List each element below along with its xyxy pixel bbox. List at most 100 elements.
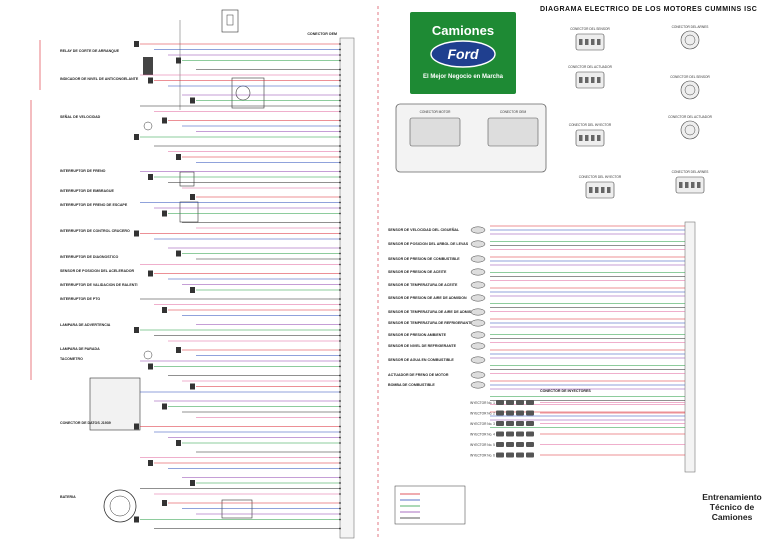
left-wire-pin [339,94,341,96]
sensor-icon [470,308,486,316]
pinout-pin [589,187,593,193]
brand-name: Camiones [432,23,494,38]
left-wire-pin [339,502,341,504]
left-wire-pin [339,227,341,229]
injector-solenoid-icon [506,442,514,447]
pinout-pin [597,39,601,45]
right-component-label: SENSOR DE NIVEL DE REFRIGERANTE [388,344,457,348]
left-wire-pin [339,482,341,484]
right-component-label: SENSOR DE TEMPERATURA DE ACEITE [388,283,458,287]
injector-solenoid-icon [516,421,524,426]
rect-pinout-icon [575,71,605,89]
pinout-pin [697,182,701,188]
left-wire-pin [339,176,341,178]
pinout-pin [579,77,583,83]
left-wire-pin [339,263,341,266]
left-wire-pin [339,411,341,413]
right-component-label: SENSOR DE VELOCIDAD DEL CIGUEÑAL [388,227,460,232]
left-wire-pin [339,150,341,153]
rect-pinout-icon [585,181,615,199]
pinout-pin [597,135,601,141]
left-wire-pin [339,252,341,255]
left-connector-plug [148,174,153,180]
left-wire-pin [339,476,341,479]
left-connector-plug [162,307,167,313]
left-connector-plug [162,500,167,506]
left-component-label: SENSOR DE POSICION DEL ACELERADOR [60,269,134,273]
right-component-label: SENSOR DE AGUA EN COMBUSTIBLE [388,358,454,362]
round-pinout-inner [684,84,696,96]
injector-solenoid-icon [526,421,534,426]
left-wire-group [140,43,341,530]
left-component-label: INTERRUPTOR DE EMBRAGUE [60,189,114,193]
left-wire-pin [339,161,341,164]
pinout-pin [579,135,583,141]
ford-brand-block: Camiones Ford El Mejor Negocio en Marcha [410,12,516,94]
pinout-pin [607,187,611,193]
pinout-pin [601,187,605,193]
left-wire-pin [339,431,341,433]
pinout-label: CONECTOR DEL ACTUADOR [668,115,712,119]
left-connector-plug [134,41,139,47]
left-wire-pin [339,374,341,377]
left-wire-pin [339,365,341,368]
left-wire-pin [339,314,341,317]
left-connector-plug [162,403,167,410]
left-wire-pin [339,145,341,147]
pinout-pin [691,182,695,188]
injector-solenoid-icon [526,400,534,405]
left-connector-plug [148,363,153,370]
left-connector-plug [134,230,139,237]
left-component-label: LAMPARA DE PARADA [60,347,100,351]
left-connector-plug [148,460,153,466]
left-wire-pin [339,68,341,71]
left-wire-pin [339,507,341,510]
ecm-connector-oem [487,117,539,147]
left-wire-pin [339,340,341,342]
injector-solenoid-icon [516,442,524,447]
left-wire-pin [339,303,341,306]
engine-harness-connector-strip [684,221,696,473]
bottom-relay-box [221,499,253,519]
left-connector-plug [134,327,139,333]
sensor-icon [470,268,486,276]
pinout-label: CONECTOR DEL ARNES [672,170,709,174]
left-wire-pin [339,170,341,173]
right-component-label: SENSOR DE POSICION DEL ARBOL DE LEVAS [388,242,469,246]
sensor-icon [470,356,486,364]
injector-solenoid-icon [496,410,504,416]
left-connector-plug [176,154,181,160]
left-wire-pin [339,360,341,362]
brand-slogan: El Mejor Negocio en Marcha [423,74,504,80]
pinout-pin [597,77,601,83]
injector-solenoid-icon [516,400,524,405]
left-component-label: INTERRUPTOR DE CONTROL CRUCERO [60,229,130,233]
left-component-label: SEÑAL DE VELOCIDAD [60,114,101,119]
left-connector-plug [134,423,139,430]
injector-solenoid-icon [506,400,514,405]
left-connector-plug [148,270,153,277]
right-component-label: SENSOR DE PRESION DE ACEITE [388,270,447,274]
left-wire-pin [339,451,341,453]
pinout-label: CONECTOR DEL SENSOR [570,27,610,31]
left-wire-pin [339,125,341,127]
left-wire-pin [339,456,341,459]
left-wire-pin [339,187,341,189]
left-wire-pin [339,518,341,521]
right-component-label: SENSOR DE TEMPERATURA DE AIRE DE ADMISIO… [388,310,478,314]
left-wire-pin [339,272,341,275]
left-wire-pin [339,354,341,357]
injector-label: INYECTOR No. 6 [470,454,495,458]
injector-label: INYECTOR No. 1 [470,401,495,405]
left-wiring-diagram: CONECTOR OEM RELAY DE CORTE DE ARRANQUEI… [30,9,355,539]
sensor-icon [470,294,486,302]
left-wire-pin [339,309,341,311]
injector-solenoid-icon [526,452,534,458]
injector-connector-label: CONECTOR DE INYECTORES [540,389,591,393]
injector-solenoid-icon [506,452,514,458]
left-connector-plug [176,440,181,446]
left-wire-pin [339,207,341,209]
sensor-icon [470,381,486,389]
ecm-oem-connector-label: CONECTOR OEM [307,32,337,36]
